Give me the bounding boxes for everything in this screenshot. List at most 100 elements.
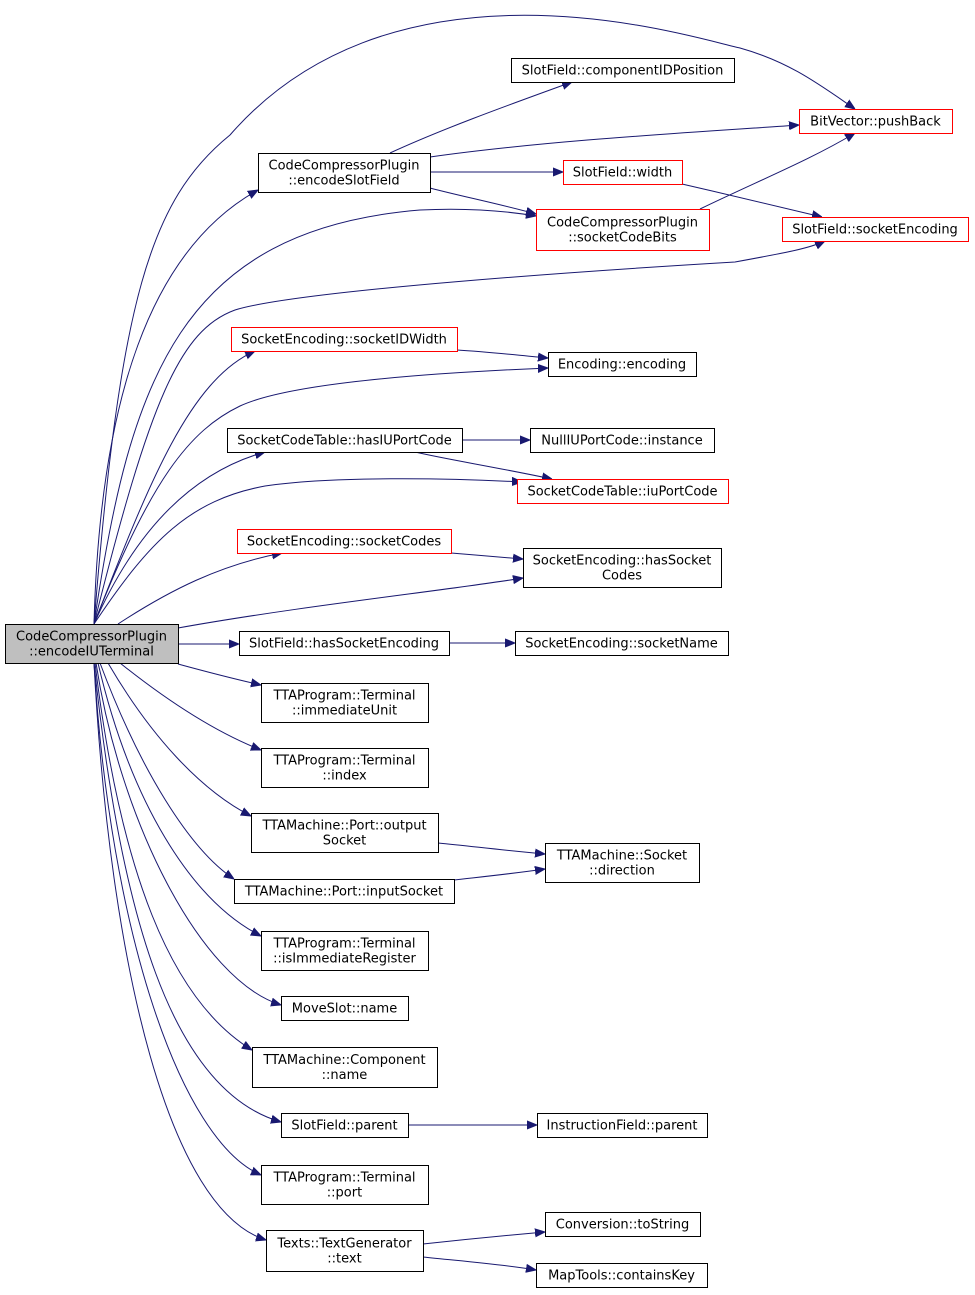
node-box: [261, 1165, 429, 1205]
node-box: [536, 1263, 708, 1288]
node-componentIDPosition[interactable]: SlotField::componentIDPosition: [511, 58, 735, 83]
node-moveSlotName[interactable]: MoveSlot::name: [281, 996, 409, 1021]
edge-root-to-socketCodes: [117, 553, 282, 625]
edge-root-to-index: [119, 662, 261, 750]
node-label-line: MoveSlot::name: [292, 1002, 397, 1017]
node-socketCodes[interactable]: SocketEncoding::socketCodes: [237, 529, 452, 554]
edge-text-to-toString: [422, 1232, 545, 1245]
edge-text-to-containsKey: [422, 1256, 536, 1270]
node-port[interactable]: TTAProgram::Terminal::port: [261, 1165, 429, 1205]
node-label-line: SocketEncoding::hasSocket: [533, 554, 712, 569]
node-label-line: Encoding::encoding: [558, 358, 686, 373]
node-label-line: SocketEncoding::socketCodes: [247, 535, 441, 550]
node-label-line: Codes: [602, 569, 642, 584]
nodes-layer: CodeCompressorPlugin::encodeIUTerminalCo…: [5, 58, 969, 1288]
node-iuPortCode[interactable]: SocketCodeTable::iuPortCode: [517, 479, 729, 504]
node-containsKey[interactable]: MapTools::containsKey: [536, 1263, 708, 1288]
node-box: [523, 548, 722, 588]
node-box: [231, 327, 458, 352]
node-label-line: ::socketCodeBits: [568, 231, 677, 246]
node-width[interactable]: SlotField::width: [563, 160, 683, 185]
node-direction[interactable]: TTAMachine::Socket::direction: [545, 843, 700, 883]
node-inputSocket[interactable]: TTAMachine::Port::inputSocket: [234, 879, 455, 904]
node-label-line: CodeCompressorPlugin: [547, 216, 698, 231]
node-box: [536, 209, 710, 251]
edge-root-to-iuPortCode: [93, 479, 522, 625]
node-sfSocketEncoding[interactable]: SlotField::socketEncoding: [782, 217, 969, 242]
node-label-line: ::encodeIUTerminal: [29, 645, 154, 660]
node-label-line: Conversion::toString: [556, 1218, 690, 1233]
node-label-line: ::name: [322, 1068, 368, 1083]
node-label-line: SocketEncoding::socketName: [525, 637, 718, 652]
edge-hasIUPortCode-to-iuPortCode: [414, 451, 552, 479]
node-label-line: Socket: [323, 834, 367, 849]
edge-root-to-componentName: [94, 662, 252, 1050]
node-slotParent[interactable]: SlotField::parent: [281, 1113, 409, 1138]
node-encodeSlotField[interactable]: CodeCompressorPlugin::encodeSlotField: [258, 153, 431, 193]
node-label-line: ::text: [327, 1252, 361, 1267]
node-box: [782, 217, 969, 242]
node-root[interactable]: CodeCompressorPlugin::encodeIUTerminal: [5, 624, 179, 664]
edge-root-to-inputSocket: [99, 662, 234, 879]
node-socketCodeBits[interactable]: CodeCompressorPlugin::socketCodeBits: [536, 209, 710, 251]
node-pushBack[interactable]: BitVector::pushBack: [799, 109, 953, 134]
node-socketIDWidth[interactable]: SocketEncoding::socketIDWidth: [231, 327, 458, 352]
edge-root-to-hasSocketCodes: [177, 578, 523, 629]
node-label-line: SlotField::componentIDPosition: [522, 64, 724, 79]
edge-root-to-port: [93, 662, 261, 1175]
node-label-line: TTAProgram::Terminal: [272, 1171, 415, 1186]
node-hasIUPortCode[interactable]: SocketCodeTable::hasIUPortCode: [227, 428, 463, 453]
edge-inputSocket-to-direction: [453, 869, 545, 881]
node-box: [563, 160, 683, 185]
node-label-line: SocketCodeTable::hasIUPortCode: [237, 434, 452, 449]
node-box: [261, 931, 429, 971]
node-label-line: ::port: [327, 1186, 362, 1201]
node-box: [548, 352, 697, 377]
edge-root-to-socketIDWidth: [93, 351, 255, 625]
node-box: [266, 1230, 424, 1272]
node-label-line: TTAMachine::Socket: [556, 849, 687, 864]
node-nullInstance[interactable]: NullIUPortCode::instance: [530, 428, 715, 453]
node-box: [515, 631, 729, 656]
edge-socketCodeBits-to-pushBack: [699, 133, 855, 210]
node-box: [545, 843, 700, 883]
node-encoding[interactable]: Encoding::encoding: [548, 352, 697, 377]
node-label-line: Texts::TextGenerator: [276, 1237, 412, 1252]
edge-root-to-isImmediateRegister: [97, 662, 261, 936]
node-label-line: TTAMachine::Port::output: [261, 819, 426, 834]
edge-socketIDWidth-to-encoding: [456, 349, 548, 358]
node-immediateUnit[interactable]: TTAProgram::Terminal::immediateUnit: [261, 683, 429, 723]
edge-root-to-outputSocket: [107, 662, 251, 816]
node-index[interactable]: TTAProgram::Terminal::index: [261, 748, 429, 788]
node-label-line: BitVector::pushBack: [810, 115, 941, 130]
node-socketName[interactable]: SocketEncoding::socketName: [515, 631, 729, 656]
node-componentName[interactable]: TTAMachine::Component::name: [252, 1047, 438, 1088]
node-text[interactable]: Texts::TextGenerator::text: [266, 1230, 424, 1272]
node-box: [281, 1113, 409, 1138]
node-label-line: CodeCompressorPlugin: [16, 630, 167, 645]
node-label-line: TTAMachine::Port::inputSocket: [244, 885, 443, 900]
node-label-line: SlotField::width: [573, 166, 673, 181]
node-hasSocketEncoding[interactable]: SlotField::hasSocketEncoding: [239, 631, 450, 656]
node-isImmediateRegister[interactable]: TTAProgram::Terminal::isImmediateRegiste…: [261, 931, 429, 971]
node-instrParent[interactable]: InstructionField::parent: [537, 1113, 708, 1138]
node-box: [239, 631, 450, 656]
edge-root-to-slotParent: [93, 662, 281, 1122]
node-box: [227, 428, 463, 453]
edge-root-to-pushBack: [93, 14, 855, 625]
node-box: [234, 879, 455, 904]
node-label-line: ::isImmediateRegister: [273, 952, 416, 967]
edge-root-to-sfSocketEncoding: [93, 241, 825, 625]
edge-width-to-sfSocketEncoding: [681, 183, 822, 217]
node-label-line: TTAProgram::Terminal: [272, 689, 415, 704]
node-label-line: MapTools::containsKey: [548, 1269, 695, 1284]
node-label-line: ::encodeSlotField: [288, 174, 399, 189]
edge-root-to-encoding: [93, 368, 548, 625]
node-box: [258, 153, 431, 193]
node-label-line: TTAProgram::Terminal: [272, 754, 415, 769]
node-toString[interactable]: Conversion::toString: [545, 1212, 701, 1237]
node-box: [799, 109, 953, 134]
